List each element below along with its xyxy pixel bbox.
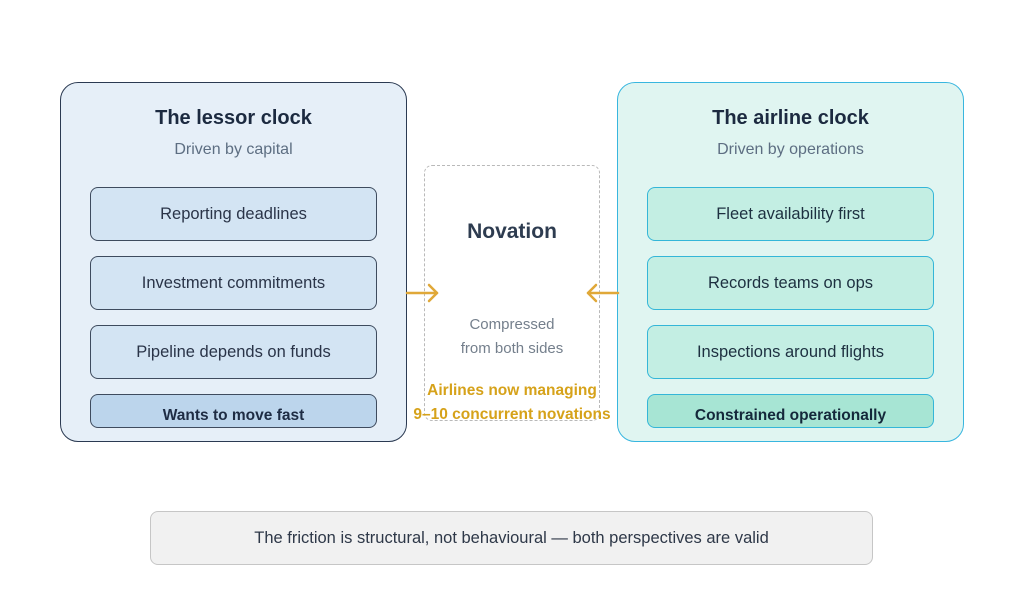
arrow-left-icon	[586, 283, 620, 303]
lessor-conclusion: Wants to move fast	[90, 394, 377, 428]
novation-subtitle-line-1: Compressed	[469, 316, 555, 333]
conclusion-footer: The friction is structural, not behaviou…	[150, 511, 873, 565]
lessor-item-investment-commitments: Investment commitments	[90, 256, 377, 310]
lessor-clock-subtitle: Driven by capital	[174, 141, 293, 158]
novation-title: Novation	[467, 220, 557, 243]
airline-item-records-teams: Records teams on ops	[647, 256, 934, 310]
novation-subtitle-line-2: from both sides	[460, 340, 564, 357]
airline-clock-subtitle: Driven by operations	[717, 141, 864, 158]
novation-callout-line-1: Airlines now managing	[427, 382, 597, 399]
lessor-clock-title: The lessor clock	[155, 107, 312, 129]
novation-callout-line-2: 9–10 concurrent novations	[413, 406, 611, 423]
airline-item-fleet-availability: Fleet availability first	[647, 187, 934, 241]
lessor-item-reporting-deadlines: Reporting deadlines	[90, 187, 377, 241]
airline-conclusion: Constrained operationally	[647, 394, 934, 428]
arrow-right-icon	[405, 283, 439, 303]
airline-clock-panel: The airline clock Driven by operations F…	[617, 82, 964, 442]
airline-item-inspections: Inspections around flights	[647, 325, 934, 379]
lessor-item-pipeline-funds: Pipeline depends on funds	[90, 325, 377, 379]
airline-clock-title: The airline clock	[712, 107, 869, 129]
lessor-clock-panel: The lessor clock Driven by capital Repor…	[60, 82, 407, 442]
